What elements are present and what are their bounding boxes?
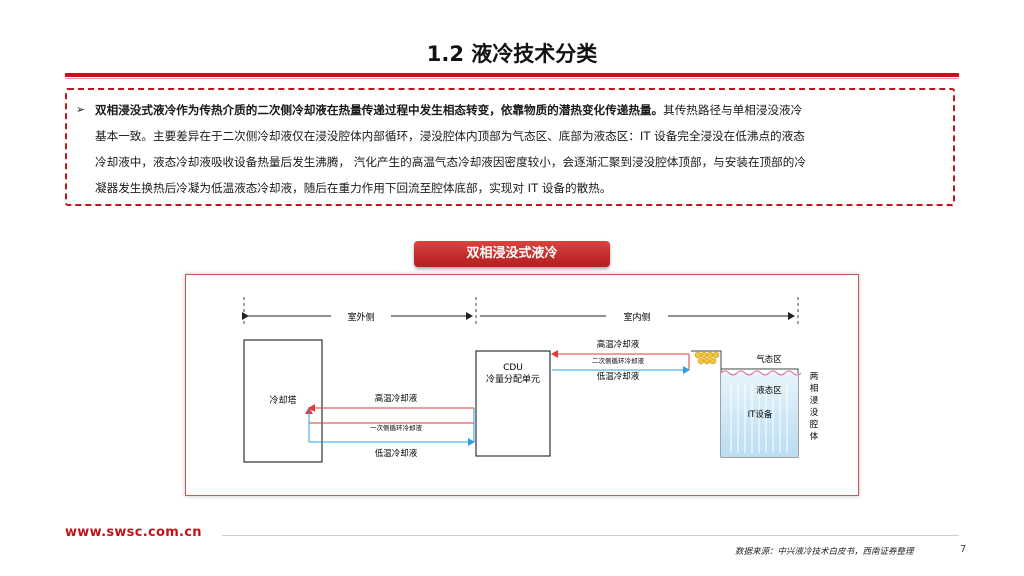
condenser-icon [694, 351, 720, 365]
cdu-sub-label: 冷量分配单元 [486, 373, 540, 385]
chamber-char: 相 [810, 383, 819, 394]
chamber-vertical-label: 两 相 浸 没 腔 体 [810, 372, 819, 442]
summary-line-4: 凝器发生换热后冷凝为低温液态冷却液，随后在重力作用下回流至腔体底部，实现对 IT… [95, 181, 612, 195]
chamber-char: 浸 [810, 396, 819, 406]
summary-line-1: 双相浸没式液冷作为传热介质的二次侧冷却液在热量传递过程中发生相态转变，依靠物质的… [95, 97, 941, 123]
cdu-box [475, 350, 551, 457]
summary-bold-text: 双相浸没式液冷作为传热介质的二次侧冷却液在热量传递过程中发生相态转变，依靠物质的… [95, 103, 664, 117]
chamber-char: 体 [810, 431, 819, 442]
summary-line-2: 基本一致。主要差异在于二次侧冷却液仅在浸没腔体内部循环，浸没腔体内顶部为气态区、… [95, 129, 805, 143]
footer-url[interactable]: www.swsc.com.cn [65, 525, 202, 540]
diagram-frame: 室外侧 室内侧 冷却塔 CDU 冷量分配单元 高温冷却液 一次侧循环冷却液 低温… [185, 274, 859, 496]
outdoor-side-label: 室外侧 [347, 311, 374, 323]
left-hot-line [305, 407, 474, 424]
gas-zone-label: 气态区 [756, 354, 782, 365]
summary-line-3: 冷却液中，液态冷却液吸收设备热量后发生沸腾， 汽化产生的高温气态冷却液因密度较小… [95, 155, 806, 169]
footer-source: 数据来源：中兴液冷技术白皮书，西南证券整理 [735, 547, 914, 557]
right-hot-label: 高温冷却液 [597, 339, 640, 350]
chamber-char: 腔 [810, 419, 819, 430]
summary-box: ➢ 双相浸没式液冷作为传热介质的二次侧冷却液在热量传递过程中发生相态转变，依靠物… [65, 88, 955, 206]
chamber-char: 两 [810, 372, 819, 382]
right-cold-label: 低温冷却液 [597, 371, 640, 382]
left-loop-label: 一次侧循环冷却液 [370, 423, 423, 432]
summary-line-1-rest: 其传热路径与单相浸没液冷 [663, 103, 803, 117]
it-device-fins [730, 383, 788, 453]
chamber-char: 没 [810, 407, 819, 418]
title-divider [65, 73, 959, 77]
it-device-label: IT设备 [748, 409, 773, 420]
page-title: 1.2 液冷技术分类 [426, 42, 598, 66]
boiling-surface [720, 370, 802, 376]
page-number: 7 [960, 544, 967, 555]
cdu-label: CDU [503, 363, 523, 373]
liquid-zone-label: 液态区 [756, 385, 782, 396]
footer-divider [222, 535, 959, 536]
indoor-side-label: 室内侧 [623, 311, 650, 323]
left-hot-label: 高温冷却液 [375, 393, 418, 404]
cooling-tower-label: 冷却塔 [269, 394, 296, 406]
immersion-cooling-diagram: 室外侧 室内侧 冷却塔 CDU 冷量分配单元 高温冷却液 一次侧循环冷却液 低温… [242, 297, 819, 463]
left-cold-label: 低温冷却液 [375, 448, 418, 459]
title-divider-thin [65, 78, 959, 79]
section-label: 双相浸没式液冷 [414, 241, 610, 267]
bullet-arrow-icon: ➢ [76, 103, 86, 116]
right-loop-label: 二次侧循环冷却液 [592, 356, 645, 365]
